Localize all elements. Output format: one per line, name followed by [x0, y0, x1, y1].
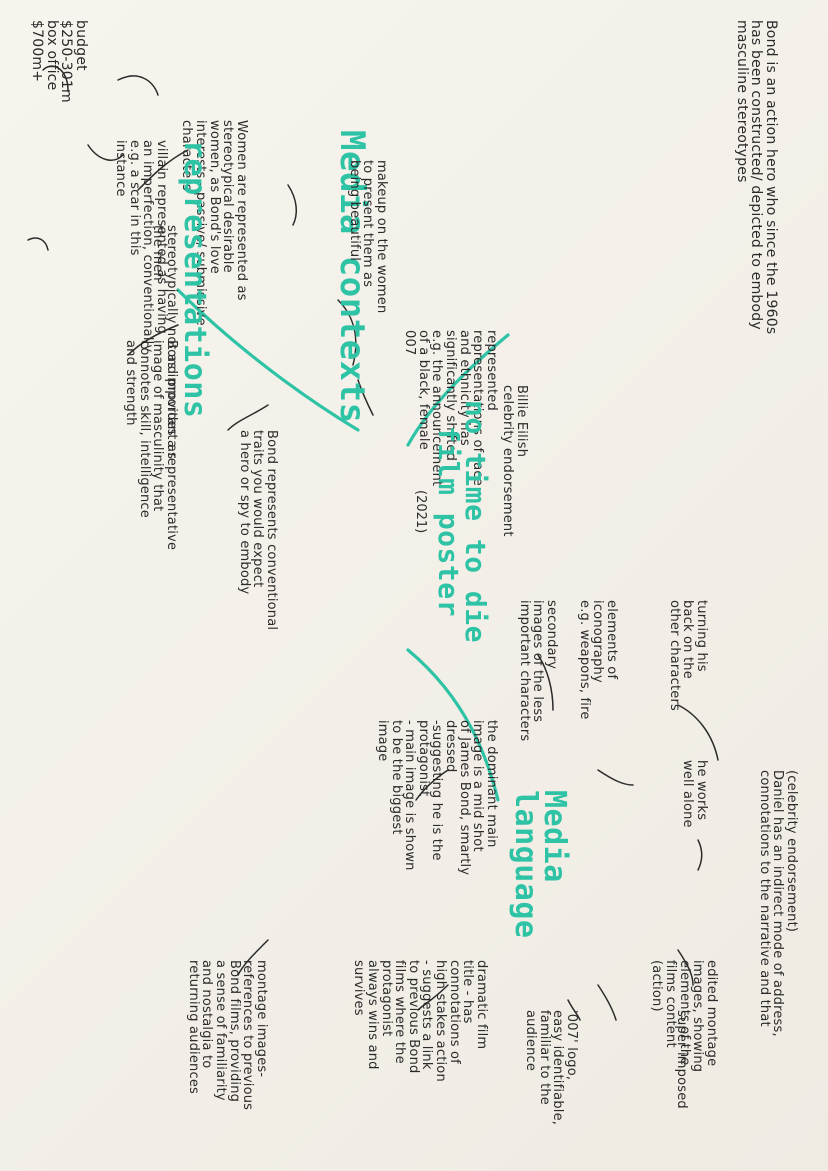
note-billie: Billie Eilish celebrity endorsement [500, 385, 529, 537]
center-title: no time to die film poster [432, 400, 492, 644]
center-to-media-language-arrow [406, 648, 500, 802]
note-logo: '007' logo, easy identifiable, familiar … [523, 1010, 579, 1126]
arrow-women [87, 144, 124, 161]
center-to-representations-arrow [176, 288, 360, 432]
arrow-works [697, 839, 703, 871]
note-secondary: secondary images of the less important c… [516, 600, 559, 742]
arrow-dominant [415, 769, 449, 801]
note-works-alone: he works well alone [680, 760, 709, 828]
arrow-makeup [287, 184, 298, 226]
center-year: (2021) [413, 490, 428, 534]
arrow-iconography [597, 769, 634, 786]
arrow-billie [357, 379, 374, 416]
heading-media-language: Media language [508, 790, 573, 939]
arrow-conventional [227, 404, 269, 431]
arrow-turning [677, 704, 719, 761]
note-budget: budget $250-301m box office $700m+ [28, 20, 89, 103]
note-montage: montage images- references to previous B… [185, 960, 269, 1111]
note-conventional: Bond represents conventional traits you … [236, 430, 279, 631]
arrow-stereo [27, 237, 49, 251]
note-dominant: the dominant main image is a mid shot of… [374, 720, 499, 876]
note-bond-action-hero: Bond is an action hero who since the 196… [733, 20, 779, 335]
note-celebrity: (celebrity endorsement) Daniel has an in… [756, 770, 799, 1037]
arrow-bond-hero [117, 75, 159, 96]
note-dramatic: dramatic film title - has connotations o… [351, 960, 489, 1082]
arrow-race [337, 299, 357, 366]
note-makeup: makeup on the women to present them as b… [346, 160, 389, 314]
arrow-edited [677, 949, 694, 986]
arrow-super [597, 984, 617, 1021]
arrow-dramatic [417, 984, 449, 1011]
note-villain: villain represented as having an imperfe… [113, 140, 169, 353]
note-bond-image: Bond provides a representative image of … [123, 340, 179, 551]
arrow-budget [42, 65, 69, 91]
note-super-imposed: super imposed [674, 1010, 689, 1109]
arrow-secondary [537, 654, 554, 711]
arrow-montage [237, 939, 269, 976]
arrow-villain [137, 149, 189, 191]
note-iconography: elements of iconography e.g. weapons, fi… [576, 600, 619, 720]
note-turning: turning his back on the other characters [666, 600, 709, 711]
arrow-bond-image [127, 324, 179, 356]
center-to-media-contexts-arrow [406, 333, 510, 447]
arrow-logo [567, 999, 581, 1021]
heading-representations: representations [177, 140, 212, 419]
